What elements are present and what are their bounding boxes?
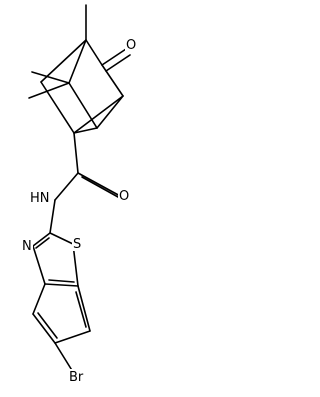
bromine-label: Br — [69, 370, 84, 385]
ketone-oxygen-label: O — [126, 38, 136, 53]
bicyclic-core-bonds — [40, 39, 124, 134]
amide-oxygen-label: O — [119, 189, 129, 204]
methyl-bonds — [28, 4, 87, 99]
atom-labels: O O HN N S Br — [21, 37, 138, 385]
amide-nh-label: HN — [30, 191, 50, 206]
chemical-structure-diagram: O O HN N S Br — [21, 4, 138, 385]
amide-bonds — [49, 132, 123, 234]
thiazole-nitrogen-label: N — [22, 239, 32, 254]
ketone-double-bond — [101, 48, 131, 72]
benzothiazole-bonds — [32, 232, 91, 373]
thiazole-sulfur-label: S — [73, 237, 81, 252]
